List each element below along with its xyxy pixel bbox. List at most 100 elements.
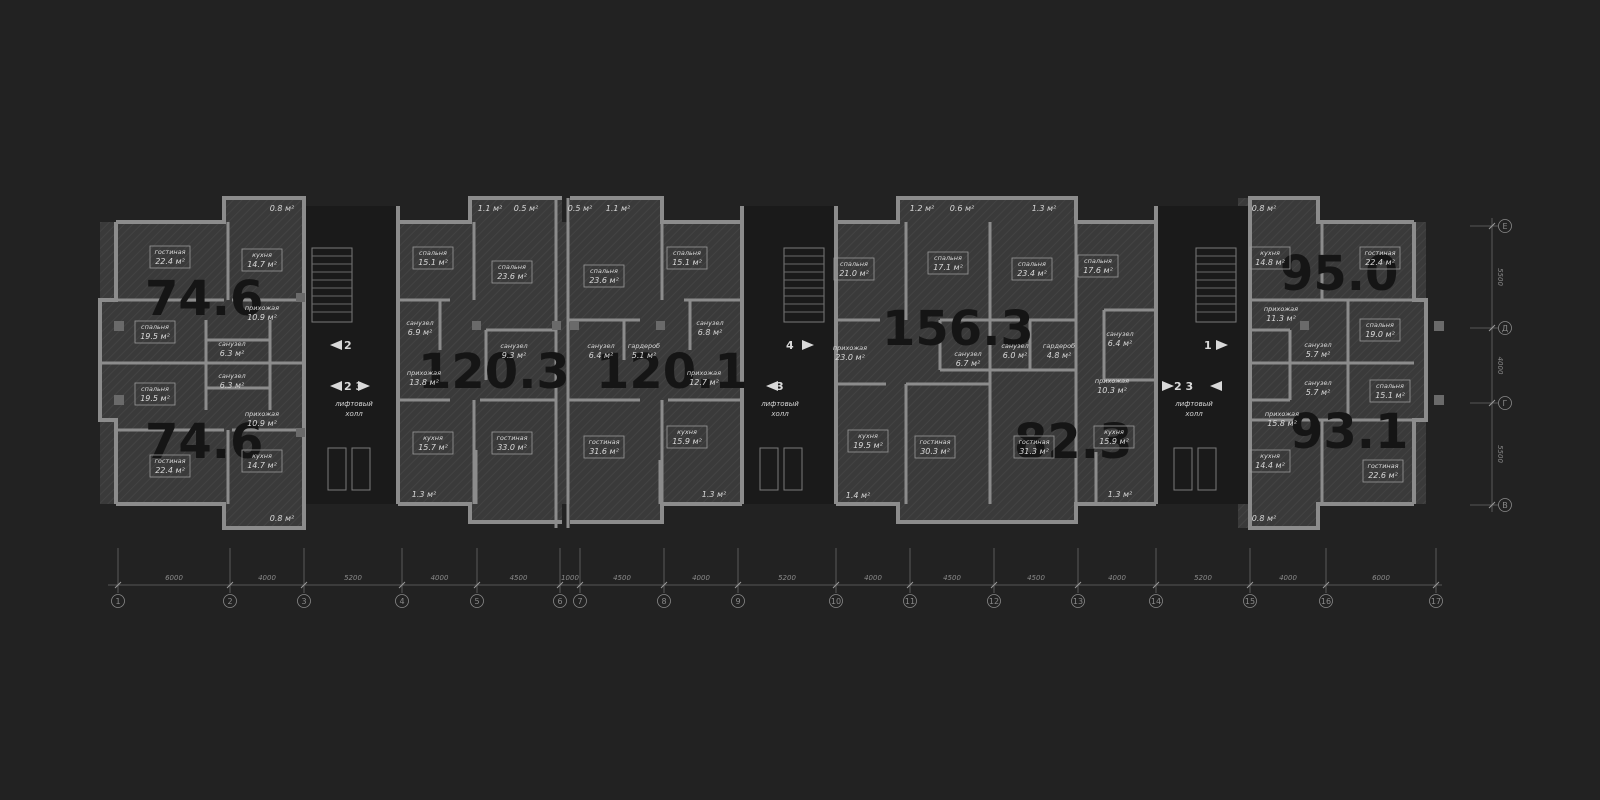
grid-axis-label: В [1502, 501, 1508, 510]
room-name: спальня [590, 267, 618, 275]
room-area: 19.5 м² [140, 394, 170, 403]
room-name: гостиная [154, 248, 185, 256]
room-name: спальня [934, 254, 962, 262]
room-area: 15.9 м² [1099, 437, 1129, 446]
room-name: кухня [858, 432, 878, 440]
room-area: 23.4 м² [1017, 269, 1047, 278]
room-area: 4.8 м² [1047, 351, 1072, 360]
apartment-total: 74.6 [145, 271, 263, 327]
room-area: 21.0 м² [839, 269, 869, 278]
room-area: 6.4 м² [589, 351, 614, 360]
dimension-label: 5200 [344, 574, 362, 582]
room-name: спальня [141, 323, 169, 331]
room-name: санузел [406, 319, 433, 327]
lift-halls: лифтовый холл лифтовый холл лифтовый хол… [330, 339, 1228, 418]
room-name: гостиная [1367, 462, 1398, 470]
dimension-label: 5500 [1496, 268, 1504, 286]
room-area: 17.6 м² [1083, 266, 1113, 275]
hall-label: лифтовый [334, 400, 373, 408]
grid-axis-label: 12 [989, 597, 999, 606]
dimension-label: 1000 [561, 574, 579, 582]
entrance-mark: 2 3 [1174, 380, 1193, 393]
room-area: 1.3 м² [412, 490, 437, 499]
room-area: 15.1 м² [1375, 391, 1405, 400]
grid-axis-marker [1319, 594, 1333, 608]
room-name: гардероб [1043, 342, 1075, 350]
apartment-total: 120.3 [418, 344, 570, 400]
grid-axis-label: 15 [1245, 597, 1255, 606]
room-label: 0.8 м² [270, 514, 295, 523]
room-area: 0.8 м² [270, 514, 295, 523]
grid-axis-marker [1498, 219, 1512, 233]
grid-axis-marker [1498, 498, 1512, 512]
room-name: санузел [696, 319, 723, 327]
room-area: 0.5 м² [568, 204, 593, 213]
room-area: 15.1 м² [418, 258, 448, 267]
room-name: кухня [252, 452, 272, 460]
room-name: санузел [954, 350, 981, 358]
room-area: 10.9 м² [247, 313, 277, 322]
room-area: 5.1 м² [632, 351, 657, 360]
room-area: 13.8 м² [409, 378, 439, 387]
room-area: 9.3 м² [502, 351, 527, 360]
room-name: прихожая [245, 410, 279, 418]
grid-axis-label: 11 [905, 597, 915, 606]
room-area: 22.4 м² [155, 257, 185, 266]
hall-label: лифтовый [1174, 400, 1213, 408]
room-area: 6.3 м² [220, 349, 245, 358]
grid-axis-marker [1498, 396, 1512, 410]
grid-axis-label: 13 [1073, 597, 1083, 606]
room-area: 14.7 м² [247, 461, 277, 470]
room-name: кухня [677, 428, 697, 436]
grid-axis-label: Е [1502, 222, 1507, 231]
room-area: 19.0 м² [1365, 330, 1395, 339]
room-label: 1.3 м² [1032, 204, 1057, 213]
room-name: гостиная [1018, 438, 1049, 446]
lift-cores [304, 206, 1250, 504]
room-area: 6.3 м² [220, 381, 245, 390]
dimension-label: 4500 [510, 574, 528, 582]
room-name: гостиная [588, 438, 619, 446]
grid-axis-label: 3 [301, 597, 306, 606]
room-area: 14.4 м² [1255, 461, 1285, 470]
dimension-label: 5500 [1496, 445, 1504, 463]
grid-axis-marker [470, 594, 484, 608]
room-name: спальня [141, 385, 169, 393]
room-name: санузел [1106, 330, 1133, 338]
room-name: спальня [840, 260, 868, 268]
room-name: гостиная [1364, 249, 1395, 257]
grid-axis-marker [1071, 594, 1085, 608]
room-area: 19.5 м² [140, 332, 170, 341]
room-area: 30.3 м² [920, 447, 950, 456]
room-label: 1.1 м² [606, 204, 631, 213]
room-area: 15.7 м² [418, 443, 448, 452]
room-area: 31.3 м² [1019, 447, 1049, 456]
room-name: спальня [498, 263, 526, 271]
room-name: прихожая [1095, 377, 1129, 385]
grid-axis-marker [111, 594, 125, 608]
room-area: 6.0 м² [1003, 351, 1028, 360]
grid-axis-label: Г [1503, 399, 1508, 408]
room-area: 12.7 м² [689, 378, 719, 387]
apartment-total: 74.6 [145, 414, 263, 470]
room-area: 17.1 м² [933, 263, 963, 272]
